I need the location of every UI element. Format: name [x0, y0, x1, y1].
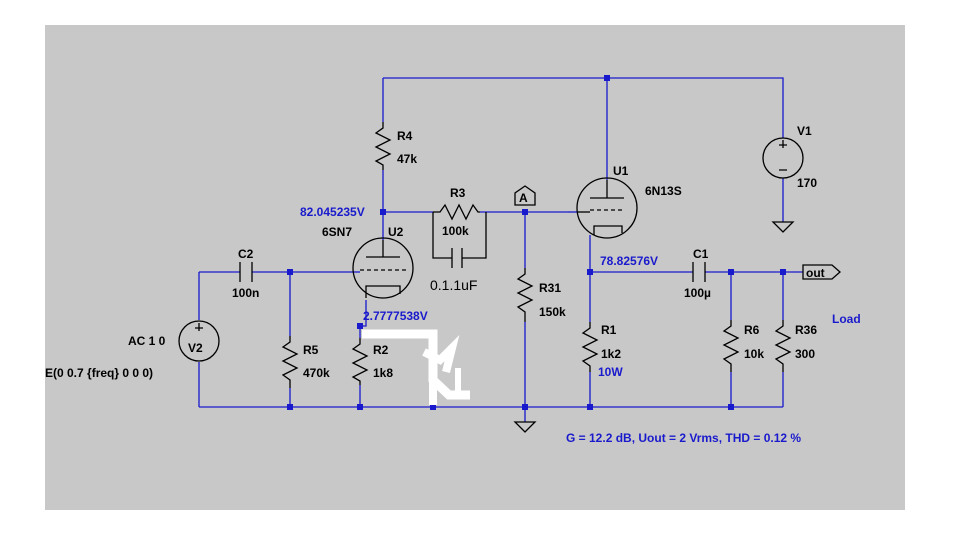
r6-name: R6 [744, 323, 760, 337]
r1-value: 1k2 [601, 347, 621, 361]
u2-type: 6SN7 [322, 225, 352, 239]
r5-value: 470k [303, 366, 330, 380]
resistor-r1[interactable]: R1 1k2 10W [581, 322, 623, 379]
resistor-r36[interactable]: R36 300 [774, 320, 817, 372]
out-port[interactable]: out [802, 264, 841, 280]
voltage-source-v1[interactable]: V1 170 [762, 124, 817, 190]
u2-name: U2 [388, 225, 404, 239]
r31-name: R31 [539, 281, 561, 295]
white-scribble-overlay [362, 329, 470, 405]
resistor-r2[interactable]: R2 1k8 [351, 338, 393, 385]
v1-value: 170 [797, 176, 817, 190]
ground-symbol-v1 [771, 221, 795, 233]
load-label: Load [832, 312, 861, 326]
r4-value: 47k [397, 152, 417, 166]
u1-name: U1 [613, 164, 629, 178]
r4-name: R4 [397, 129, 413, 143]
capacitor-c2[interactable]: C2 100n [232, 247, 259, 300]
probe-a-label: A [519, 191, 528, 205]
v2-name: V2 [188, 341, 203, 355]
wires [198, 77, 803, 422]
r1-power: 10W [598, 365, 623, 379]
ground-symbol-main [513, 421, 537, 433]
junction-nodes [287, 75, 786, 410]
c1-name: C1 [693, 247, 709, 261]
u2-plate-voltage: 82.045235V [300, 205, 365, 219]
v2-ac: AC 1 0 [128, 334, 166, 348]
r5-name: R5 [303, 343, 319, 357]
r36-name: R36 [795, 323, 817, 337]
voltage-source-v2[interactable]: V2 AC 1 0 E(0 0.7 {freq} 0 0 0) [45, 320, 220, 380]
probe-a-marker[interactable]: A [514, 185, 536, 206]
r2-name: R2 [373, 343, 389, 357]
v1-name: V1 [797, 124, 812, 138]
r36-value: 300 [795, 347, 815, 361]
r2-value: 1k8 [373, 366, 393, 380]
c1-value: 100µ [684, 286, 711, 300]
r3-value: 100k [442, 224, 469, 238]
r6-value: 10k [744, 347, 764, 361]
out-label: out [806, 266, 825, 280]
r1-name: R1 [601, 323, 617, 337]
u2-cathode-voltage: 2.7777538V [363, 309, 428, 323]
triode-u2[interactable]: U2 6SN7 [322, 225, 414, 299]
u1-type: 6N13S [645, 184, 682, 198]
resistor-r3[interactable]: R3 100k [433, 186, 480, 238]
resistor-r6[interactable]: R6 10k [722, 320, 764, 372]
c2-value: 100n [232, 286, 259, 300]
capacitor-parallel-r3[interactable]: 0.1.1uF [430, 248, 477, 293]
triode-u1[interactable]: U1 6N13S [576, 164, 682, 239]
r31-value: 150k [539, 305, 566, 319]
r3-name: R3 [450, 186, 466, 200]
resistor-r5[interactable]: R5 470k [281, 336, 330, 388]
cap-parallel-value: 0.1.1uF [430, 277, 477, 293]
capacitor-c1[interactable]: C1 100µ [684, 247, 711, 300]
schematic-background [45, 25, 905, 510]
c2-name: C2 [238, 247, 254, 261]
u1-cathode-voltage: 78.82576V [600, 254, 658, 268]
v2-expr: E(0 0.7 {freq} 0 0 0) [45, 366, 153, 380]
resistor-r4[interactable]: R4 47k [374, 122, 417, 170]
resistor-r31[interactable]: R31 150k [516, 268, 566, 322]
summary-text: G = 12.2 dB, Uout = 2 Vrms, THD = 0.12 % [566, 431, 801, 445]
